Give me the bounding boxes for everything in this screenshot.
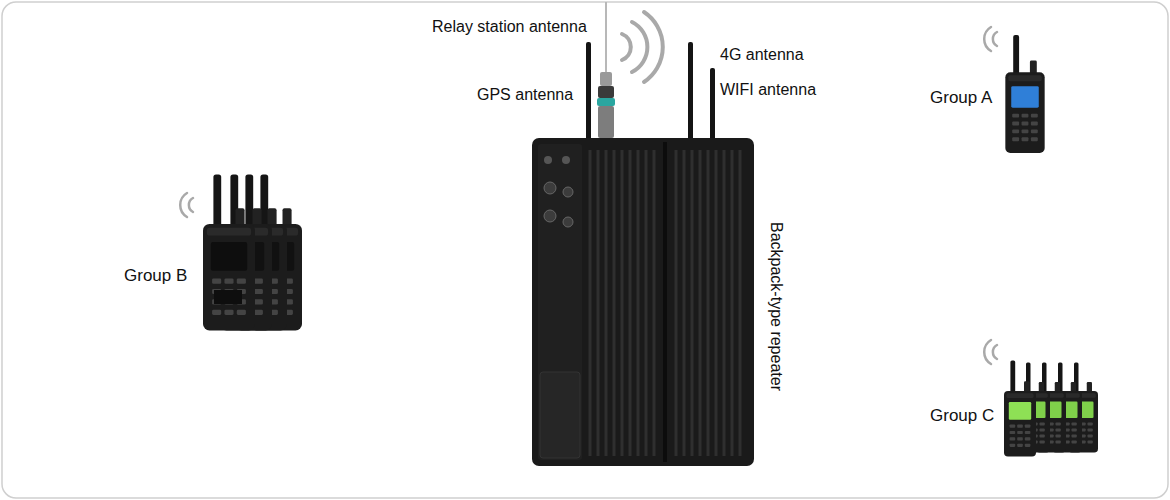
antenna-label: Relay station antenna (432, 17, 587, 37)
device-label: Backpack-type repeater (766, 222, 786, 391)
antenna-label: 4G antenna (720, 45, 804, 65)
group-label: Group B (124, 266, 187, 286)
antenna-label: GPS antenna (477, 85, 573, 105)
group-label: Group C (930, 406, 994, 426)
group-label: Group A (930, 88, 992, 108)
antenna-label: WIFI antenna (720, 80, 816, 100)
